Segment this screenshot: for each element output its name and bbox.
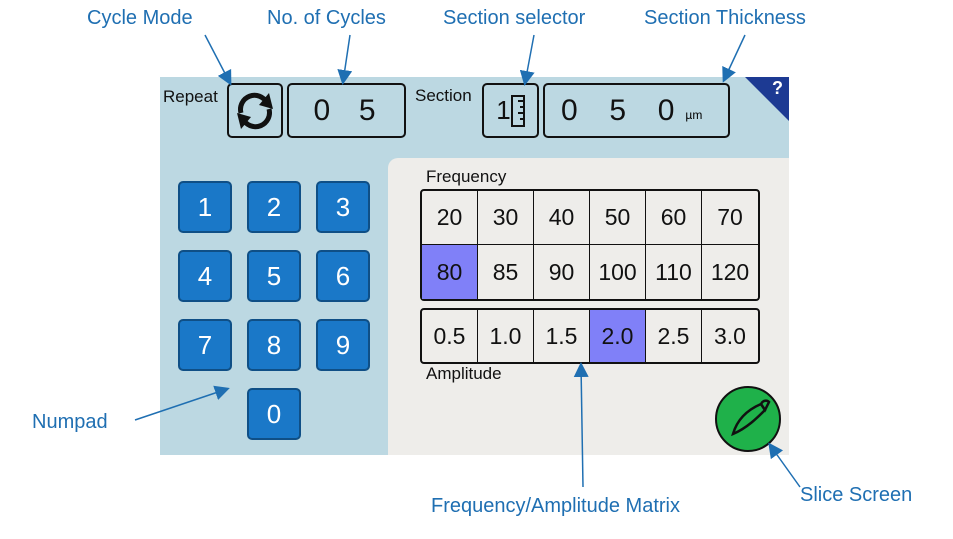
- callout-slice-screen: Slice Screen: [800, 484, 913, 506]
- frequency-cell-85[interactable]: 85: [478, 245, 534, 299]
- arrow-cycle-mode: [204, 34, 232, 86]
- arrow-section-selector: [519, 34, 535, 86]
- frequency-cell-80[interactable]: 80: [422, 245, 478, 299]
- matrix-panel: Frequency 20 30 40 50 60 70 80 85 90 100…: [388, 158, 789, 455]
- numpad-key-7[interactable]: 7: [178, 319, 232, 371]
- section-icon-digit: 1: [496, 95, 511, 125]
- thickness-unit: µm: [685, 107, 703, 122]
- callout-section-thickness: Section Thickness: [644, 7, 806, 29]
- numpad-key-2[interactable]: 2: [247, 181, 301, 233]
- cycle-mode-button[interactable]: [227, 83, 283, 138]
- arrow-no-of-cycles: [337, 34, 353, 85]
- frequency-cell-120[interactable]: 120: [710, 258, 750, 285]
- slice-screen-button[interactable]: [715, 386, 781, 452]
- amplitude-label: Amplitude: [426, 364, 502, 383]
- frequency-label: Frequency: [426, 167, 507, 186]
- help-icon[interactable]: ?: [772, 78, 783, 98]
- callout-cycle-mode: Cycle Mode: [87, 7, 193, 29]
- frequency-cell-30[interactable]: 30: [478, 191, 534, 245]
- frequency-cell-20[interactable]: 20: [422, 191, 478, 245]
- callout-section-selector: Section selector: [443, 7, 586, 29]
- numpad-key-5[interactable]: 5: [247, 250, 301, 302]
- arrow-section-thickness: [722, 34, 746, 83]
- section-label: Section: [415, 86, 472, 105]
- amplitude-cell-1-0[interactable]: 1.0: [478, 310, 534, 362]
- numpad-key-6[interactable]: 6: [316, 250, 370, 302]
- blade-icon: [731, 399, 771, 437]
- numpad-key-3[interactable]: 3: [316, 181, 370, 233]
- cycles-value: 0 5: [313, 93, 380, 127]
- amplitude-cell-1-5[interactable]: 1.5: [534, 310, 590, 362]
- amplitude-cell-2-5[interactable]: 2.5: [646, 310, 702, 362]
- numpad-key-8[interactable]: 8: [247, 319, 301, 371]
- frequency-cell-90[interactable]: 90: [534, 245, 590, 299]
- section-selector-button[interactable]: 1: [482, 83, 539, 138]
- thickness-field[interactable]: 0 5 0 µm: [543, 83, 730, 138]
- callout-matrix: Frequency/Amplitude Matrix: [431, 495, 680, 517]
- callout-numpad: Numpad: [32, 411, 108, 433]
- amplitude-cell-2-0[interactable]: 2.0: [590, 310, 646, 362]
- numpad-key-4[interactable]: 4: [178, 250, 232, 302]
- device-screen: Repeat 0 5 Section 1 0 5 0 µm ? 1 2 3 4 …: [160, 77, 789, 455]
- amplitude-matrix: 0.5 1.0 1.5 2.0 2.5 3.0: [420, 308, 760, 364]
- help-button[interactable]: [745, 77, 789, 121]
- amplitude-cell-0-5[interactable]: 0.5: [422, 310, 478, 362]
- amplitude-cell-3-0[interactable]: 3.0: [714, 322, 746, 349]
- cycle-icon: [237, 92, 273, 129]
- thickness-value: 0 5 0: [561, 93, 680, 127]
- frequency-cell-50[interactable]: 50: [590, 191, 646, 245]
- section-ruler-icon: 1: [496, 94, 525, 127]
- repeat-label: Repeat: [163, 87, 218, 106]
- numpad-key-9[interactable]: 9: [316, 319, 370, 371]
- numpad-key-0[interactable]: 0: [247, 388, 301, 440]
- frequency-cell-70[interactable]: 70: [702, 191, 758, 245]
- frequency-cell-110[interactable]: 110: [646, 245, 702, 299]
- frequency-matrix: 20 30 40 50 60 70 80 85 90 100 110 120: [420, 189, 760, 301]
- frequency-cell-60[interactable]: 60: [646, 191, 702, 245]
- cycles-field[interactable]: 0 5: [287, 83, 406, 138]
- callout-no-of-cycles: No. of Cycles: [267, 7, 386, 29]
- frequency-cell-40[interactable]: 40: [534, 191, 590, 245]
- frequency-cell-100[interactable]: 100: [590, 245, 646, 299]
- numpad-key-1[interactable]: 1: [178, 181, 232, 233]
